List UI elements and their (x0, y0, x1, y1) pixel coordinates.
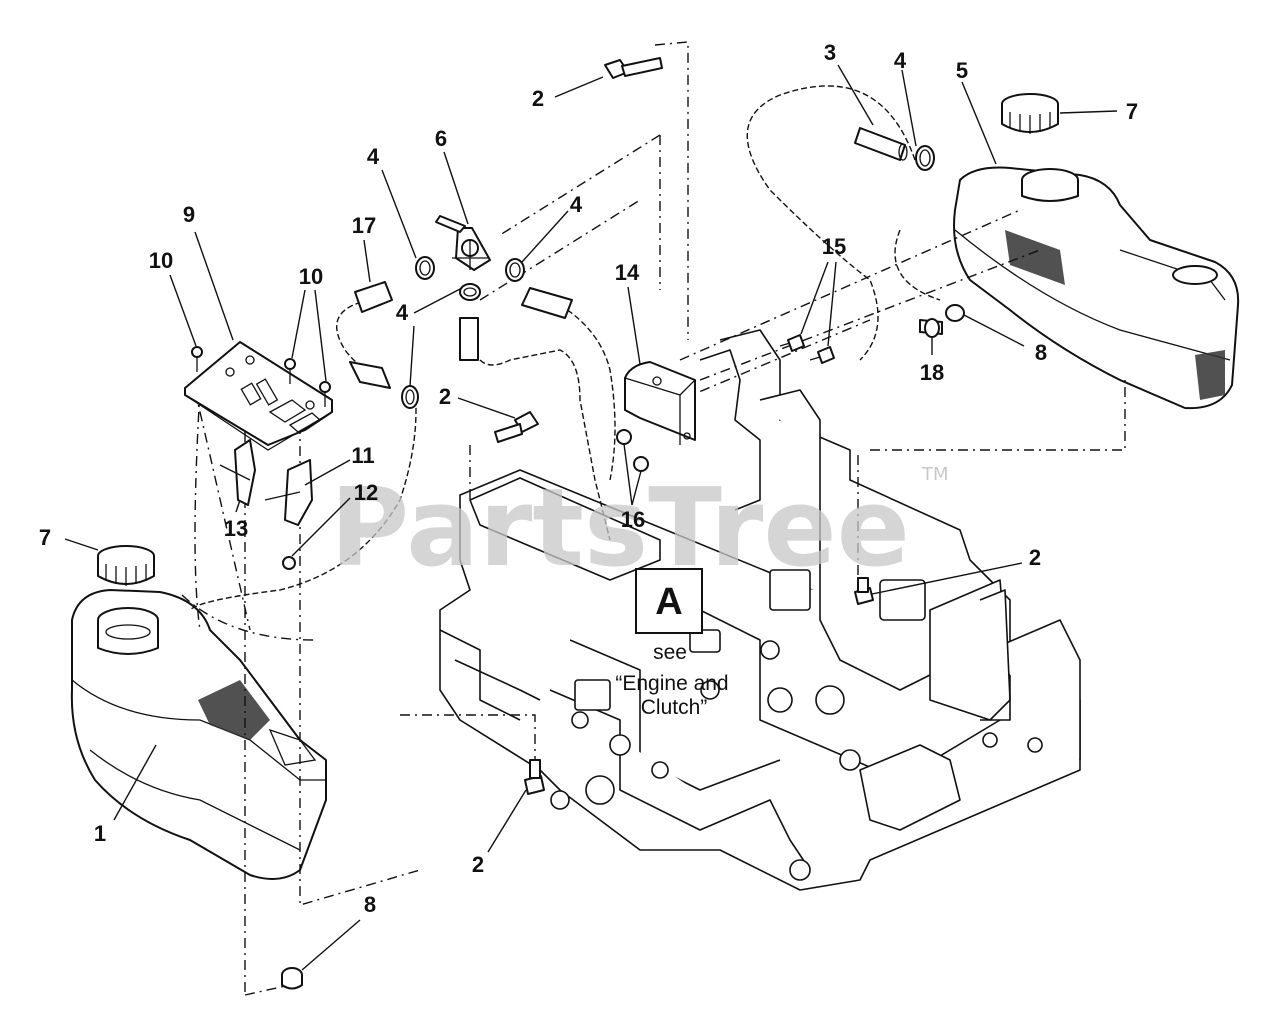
callout-12: 12 (354, 480, 378, 505)
bushing-8-bottom (281, 967, 303, 990)
bolt-middle (494, 411, 539, 443)
reference-note-line1: see (653, 641, 687, 664)
callout-9: 9 (183, 202, 195, 227)
reference-box-label: A (655, 581, 682, 623)
tank-bracket-left (219, 439, 256, 506)
bolt-right (854, 577, 874, 605)
bolt-bottom (524, 759, 545, 795)
reference-box: A see “Engine and Clutch” (615, 568, 729, 719)
watermark-text: PartsTree (330, 466, 910, 591)
right-fuel-tank (953, 166, 1240, 410)
callout-4-mid: 4 (570, 192, 583, 217)
screws-15 (779, 334, 835, 364)
callout-1: 1 (94, 821, 106, 846)
watermark-trademark: TM (921, 464, 949, 485)
callout-4-right: 4 (894, 48, 907, 73)
callout-2-mid: 2 (439, 384, 451, 409)
callout-17: 17 (352, 213, 376, 238)
callout-6: 6 (435, 126, 447, 151)
shutoff-valve (435, 215, 491, 271)
callout-14: 14 (615, 260, 640, 285)
bushing-8-right (945, 304, 965, 322)
hose-clamp-right-upper (505, 258, 525, 282)
callout-11: 11 (351, 443, 374, 468)
callout-15: 15 (822, 234, 846, 259)
callout-7-right: 7 (1126, 99, 1138, 124)
nuts-16 (616, 429, 649, 472)
callout-8-right: 8 (1035, 340, 1047, 365)
reference-note-line3: Clutch” (641, 696, 708, 719)
mounting-bracket (624, 361, 696, 445)
callout-8-bottom: 8 (364, 892, 376, 917)
callout-4-upper: 4 (367, 144, 380, 169)
watermark: PartsTree TM (330, 464, 949, 591)
callouts: 2 3 4 5 7 4 6 4 17 4 9 10 10 14 15 8 18 … (39, 40, 1138, 917)
bolt-top (604, 57, 663, 79)
hose-clamp-lower (401, 385, 419, 409)
hose-segment-center (459, 287, 573, 361)
screw-10-right-b (319, 381, 331, 407)
callout-3: 3 (824, 40, 836, 65)
fuel-cap-left (97, 545, 155, 586)
callout-2-bottom: 2 (472, 852, 484, 877)
reference-note-line2: “Engine and (615, 672, 728, 695)
callout-4-lower: 4 (396, 300, 409, 325)
hose-segment-17 (349, 281, 393, 389)
callout-5: 5 (956, 58, 968, 83)
alignment-lines (181, 41, 1126, 996)
callout-18: 18 (920, 360, 944, 385)
screw-10-right-a (284, 358, 296, 384)
screw-10-left (191, 346, 203, 372)
hose-clamp-top-right (915, 145, 935, 171)
callout-10-right: 10 (299, 264, 323, 289)
callout-13: 13 (224, 516, 248, 541)
callout-2-top: 2 (532, 86, 544, 111)
hose-clamp-center (459, 283, 481, 301)
callout-16: 16 (621, 507, 645, 532)
tank-bracket-right (264, 459, 313, 526)
callout-2-right: 2 (1029, 545, 1041, 570)
left-fuel-tank (70, 589, 327, 880)
callout-7-left: 7 (39, 525, 51, 550)
hose-clamp-left-upper (415, 256, 435, 280)
fitting-18 (919, 318, 943, 338)
fuel-cap-right (1001, 93, 1059, 134)
hose-segment-3 (854, 127, 908, 161)
leader-lines (64, 64, 1118, 971)
callout-10-left: 10 (149, 248, 173, 273)
mounting-plate (184, 341, 333, 451)
chassis-frame (439, 329, 1081, 891)
nut-12 (282, 556, 296, 570)
